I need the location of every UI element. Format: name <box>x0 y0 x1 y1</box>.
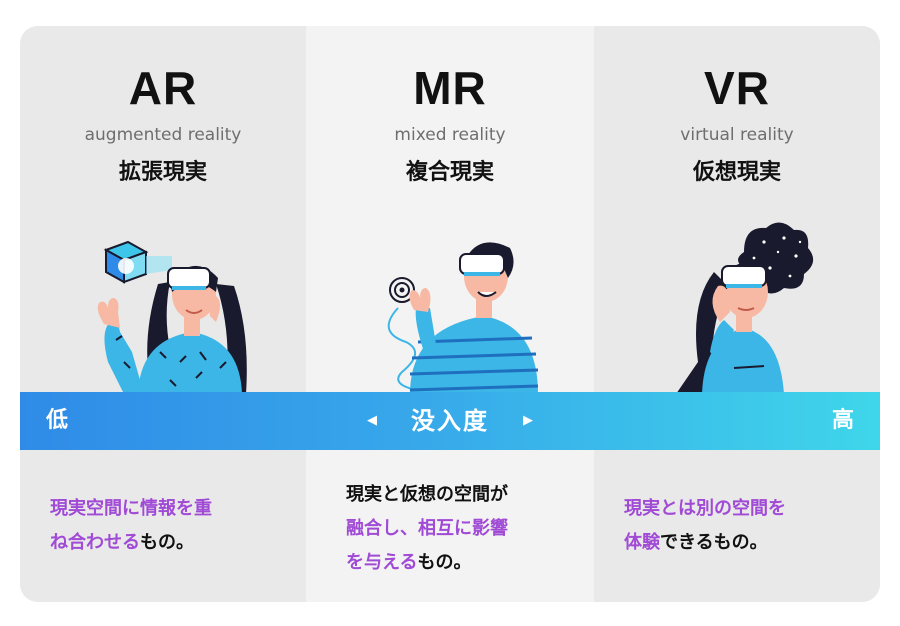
ar-desc-line2-highlight: ね合わせる <box>50 532 140 553</box>
ar-desc-line2-tail: もの。 <box>140 532 194 553</box>
ar-desc-line1: 現実空間に情報を重 <box>50 498 212 519</box>
mr-desc-line3-highlight: を与える <box>346 552 418 573</box>
vr-desc-line2-highlight: 体験 <box>624 532 660 553</box>
mr-acronym: MR <box>413 62 487 114</box>
target-rings-icon <box>387 277 417 391</box>
ar-woman-figure <box>97 265 247 394</box>
immersion-low-label: 低 <box>46 408 69 433</box>
ar-japanese-name: 拡張現実 <box>118 160 207 185</box>
xr-comparison-card: AR augmented reality 拡張現実 <box>20 26 880 602</box>
vr-english-name: virtual reality <box>680 125 794 145</box>
immersion-high-label: 高 <box>831 408 854 433</box>
right-arrow-icon: ▶ <box>523 413 533 428</box>
immersion-band: 低 ◀ 没入度 ▶ 高 <box>20 392 880 450</box>
ar-column: AR augmented reality 拡張現実 <box>20 26 306 602</box>
mr-man-figure <box>409 242 539 394</box>
vr-header: VR virtual reality 仮想現実 <box>594 60 880 188</box>
vr-japanese-name: 仮想現実 <box>692 160 781 185</box>
vr-illustration <box>676 222 814 394</box>
mr-desc-line3-tail: もの。 <box>417 552 472 573</box>
ar-illustration <box>97 240 247 394</box>
mr-desc-line2: 融合し、相互に影響 <box>346 518 508 539</box>
hologram-cube-icon <box>103 240 172 284</box>
mr-desc-line1: 現実と仮想の空間が <box>346 484 508 505</box>
immersion-title: 没入度 <box>411 407 489 435</box>
ar-description: 現実空間に情報を重 ね合わせるもの。 <box>20 492 306 560</box>
vr-description: 現実とは別の空間を 体験できるもの。 <box>594 492 880 560</box>
mr-illustration <box>387 242 539 394</box>
vr-woman-figure <box>676 262 784 394</box>
mr-english-name: mixed reality <box>394 125 506 145</box>
ar-header: AR augmented reality 拡張現実 <box>20 60 306 188</box>
mr-japanese-name: 複合現実 <box>405 160 494 185</box>
mr-header: MR mixed reality 複合現実 <box>306 60 594 188</box>
vr-acronym: VR <box>704 62 770 114</box>
immersion-center: ◀ 没入度 ▶ <box>20 392 880 450</box>
vr-desc-line1: 現実とは別の空間を <box>624 498 786 519</box>
vr-desc-line2-tail: できるもの。 <box>660 532 768 553</box>
mr-column: MR mixed reality 複合現実 <box>306 26 594 602</box>
vr-column: VR virtual reality 仮想現実 <box>594 26 880 602</box>
ar-acronym: AR <box>128 62 198 114</box>
mr-description: 現実と仮想の空間が 融合し、相互に影響 を与えるもの。 <box>306 478 594 580</box>
left-arrow-icon: ◀ <box>367 413 377 428</box>
ar-english-name: augmented reality <box>84 125 242 145</box>
